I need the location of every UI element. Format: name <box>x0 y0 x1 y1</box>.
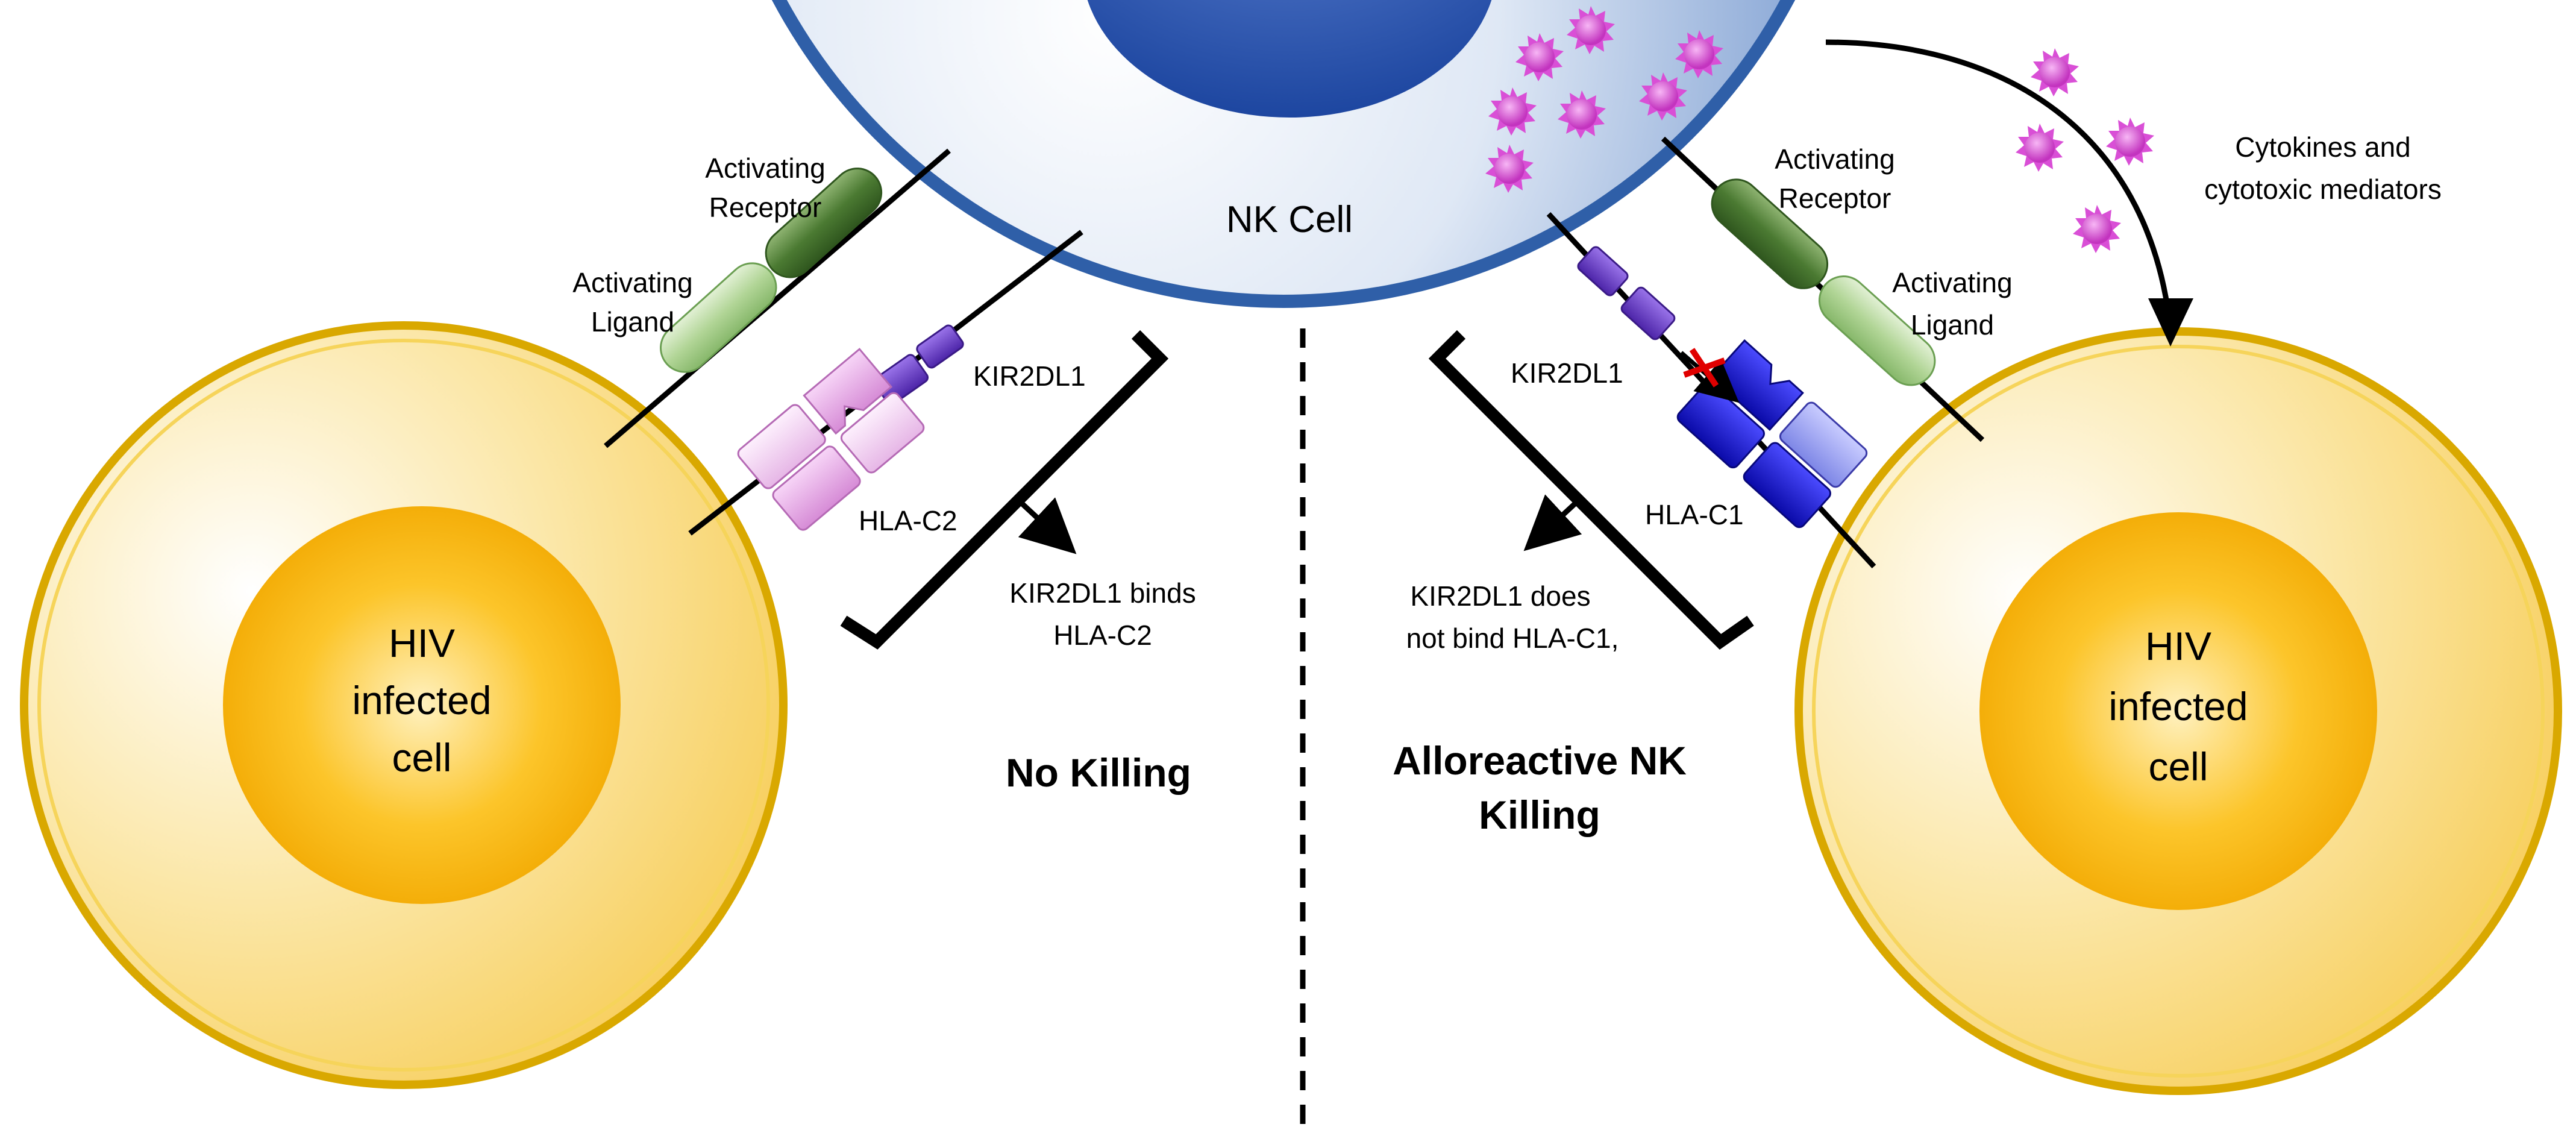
right-activating-receptor <box>1711 178 1829 289</box>
left-cell-label-3: cell <box>392 735 451 780</box>
left-hla-c2-label: HLA-C2 <box>859 505 957 536</box>
right-outcome-label-2: Killing <box>1479 792 1600 837</box>
right-kir2dl1-domain-1 <box>1577 246 1629 297</box>
cytokines-label-1: Cytokines and <box>2235 131 2411 163</box>
left-hla-c2-block-2 <box>840 392 925 474</box>
left-activating-receptor <box>765 168 883 278</box>
left-bracket <box>840 330 1169 650</box>
release-arrow-head <box>2148 298 2193 347</box>
right-cell-label-3: cell <box>2148 744 2208 789</box>
right-result-text-2: not bind HLA-C1, <box>1406 623 1619 654</box>
right-activating-pair <box>1661 136 1985 442</box>
right-bracket <box>1428 330 1754 650</box>
left-activating-ligand <box>660 262 777 373</box>
cytokines-label-2: cytotoxic mediators <box>2204 174 2442 205</box>
left-activating-ligand-label-2: Ligand <box>591 306 674 337</box>
nk-nucleus <box>1087 0 1492 118</box>
left-kir2dl1-label: KIR2DL1 <box>973 360 1086 392</box>
left-hla-c2-block-1 <box>772 445 861 531</box>
right-activating-receptor-label-1: Activating <box>1775 143 1894 175</box>
left-cell-label-2: infected <box>352 678 491 723</box>
left-activating-ligand-label-1: Activating <box>572 267 692 298</box>
right-activating-ligand-label-2: Ligand <box>1911 309 1994 341</box>
released-granules <box>2016 48 2154 253</box>
right-hla-c1-block-4 <box>1743 442 1831 529</box>
right-bracket-arrow <box>1523 494 1582 551</box>
right-cell-label-1: HIV <box>2145 624 2211 668</box>
left-outcome-label: No Killing <box>1006 750 1191 795</box>
right-kir-hla-complex <box>1546 212 1876 569</box>
right-outcome-label-1: Alloreactive NK <box>1393 738 1687 783</box>
left-activating-pair <box>604 148 951 448</box>
right-hla-c1-block-3 <box>1676 382 1765 469</box>
right-hla-c1-label: HLA-C1 <box>1645 499 1744 530</box>
right-activating-ligand <box>1818 275 1936 386</box>
left-result-text-1: KIR2DL1 binds <box>1009 577 1196 609</box>
granule-icon <box>2031 48 2079 96</box>
block-x-icon <box>1683 348 1726 388</box>
granule-icon <box>2106 118 2154 166</box>
right-activating-ligand-label-1: Activating <box>1892 267 2012 298</box>
right-hiv-infected-cell: HIV infected cell <box>1794 327 2562 1095</box>
left-cell-nucleus <box>223 506 621 904</box>
left-activating-receptor-label-2: Receptor <box>709 192 822 223</box>
left-hla-c2-block-3 <box>737 404 826 489</box>
release-arrow <box>1825 39 2172 320</box>
left-hiv-infected-cell: HIV infected cell <box>20 321 788 1089</box>
left-kir2dl1-domain-1 <box>916 324 964 369</box>
left-kir-hla-complex <box>688 230 1083 536</box>
right-cell-label-2: infected <box>2108 684 2248 729</box>
left-hla-c2-block-4 <box>803 348 893 435</box>
left-activating-receptor-label-1: Activating <box>705 152 825 184</box>
right-hla-c1-block-2 <box>1779 401 1868 488</box>
right-cell-nucleus <box>1979 512 2377 910</box>
nk-cell-label: NK Cell <box>1226 199 1353 240</box>
left-cell-label-1: HIV <box>389 621 455 665</box>
granule-icon <box>2016 124 2064 172</box>
right-result-text-1: KIR2DL1 does <box>1410 580 1590 612</box>
right-kir2dl1-domain-2 <box>1620 286 1676 341</box>
left-result-text-2: HLA-C2 <box>1053 620 1152 651</box>
left-bracket-arrow <box>1016 497 1077 554</box>
right-kir2dl1-label: KIR2DL1 <box>1511 357 1623 389</box>
granule-icon <box>2073 205 2121 253</box>
right-activating-receptor-label-2: Receptor <box>1779 183 1891 214</box>
